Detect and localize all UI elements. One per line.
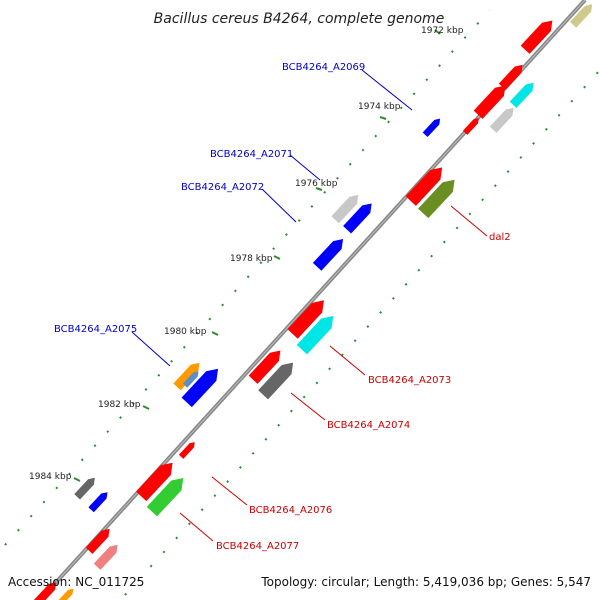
tick-mark bbox=[142, 405, 150, 410]
tick-mark bbox=[315, 187, 323, 191]
gene-label-a2075[interactable]: BCB4264_A2075 bbox=[54, 324, 137, 335]
map-title: Bacillus cereus B4264, complete genome bbox=[154, 11, 445, 27]
leader-a2077 bbox=[179, 512, 214, 542]
tick-label: 1980 kbp bbox=[164, 327, 207, 337]
leader-dal2 bbox=[450, 205, 488, 237]
leader-a2076 bbox=[211, 476, 248, 506]
tick-marks bbox=[73, 29, 441, 482]
tick-mark bbox=[434, 29, 441, 35]
gene-label-a2071[interactable]: BCB4264_A2071 bbox=[210, 149, 293, 160]
tick-mark bbox=[73, 477, 81, 482]
leader-a2075 bbox=[131, 331, 171, 367]
leader-a2074 bbox=[290, 392, 326, 421]
tick-label: 1984 kbp bbox=[29, 472, 72, 482]
gene-arrow-blue-1984[interactable] bbox=[88, 489, 111, 513]
tick-label: 1978 kbp bbox=[230, 254, 273, 264]
gene-arrow-a2069[interactable] bbox=[422, 116, 443, 138]
gene-label-a2073[interactable]: BCB4264_A2073 bbox=[368, 375, 451, 386]
leader-a2071 bbox=[289, 154, 321, 181]
leader-a2069 bbox=[361, 69, 413, 111]
gene-label-a2077[interactable]: BCB4264_A2077 bbox=[216, 541, 299, 552]
gene-label-a2069[interactable]: BCB4264_A2069 bbox=[282, 62, 365, 73]
inner-tick-guide bbox=[124, 69, 600, 596]
gene-label-a2076[interactable]: BCB4264_A2076 bbox=[249, 505, 332, 516]
tick-mark bbox=[379, 116, 387, 120]
outer-tick-guide bbox=[4, 9, 491, 546]
tick-label: 1972 kbp bbox=[421, 26, 464, 36]
outer-genes bbox=[74, 116, 443, 513]
leader-a2073 bbox=[329, 345, 366, 376]
tick-label: 1976 kbp bbox=[295, 179, 338, 189]
gene-label-a2074[interactable]: BCB4264_A2074 bbox=[327, 420, 410, 431]
gene-arrow[interactable] bbox=[462, 116, 481, 135]
leader-lines bbox=[131, 69, 488, 542]
tick-mark bbox=[211, 331, 219, 336]
tick-label: 1974 kbp bbox=[358, 102, 401, 112]
topology-summary: Topology: circular; Length: 5,419,036 bp… bbox=[260, 575, 591, 589]
gene-label-dal2[interactable]: dal2 bbox=[489, 232, 511, 243]
tick-mark bbox=[273, 255, 281, 260]
gene-arrow[interactable] bbox=[498, 61, 526, 90]
accession-text: Accession: NC_011725 bbox=[8, 575, 144, 589]
gene-arrow[interactable] bbox=[489, 104, 517, 133]
tick-label: 1982 kbp bbox=[98, 400, 141, 410]
gene-label-a2072[interactable]: BCB4264_A2072 bbox=[181, 182, 264, 193]
gene-arrow[interactable] bbox=[509, 79, 537, 108]
gene-arrow-gray-1984[interactable] bbox=[74, 475, 98, 500]
leader-a2072 bbox=[261, 188, 297, 223]
